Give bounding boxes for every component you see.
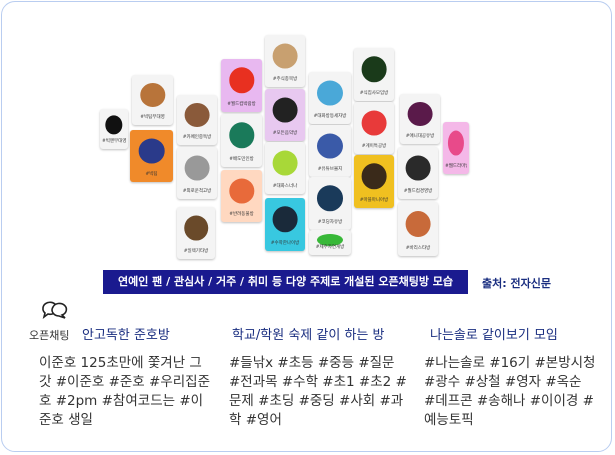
room-tag: #제주자연게방	[315, 245, 345, 250]
room-thumbnail	[272, 150, 298, 176]
room-thumbnail	[361, 56, 387, 82]
room-thumbnail	[272, 206, 298, 232]
room-tags-2: #들낚x #초등 #중등 #질문 #전과목 #수학 #초1 #초2 #문제 #초…	[229, 355, 407, 428]
chat-room-card[interactable]: #외로운척고방	[177, 147, 217, 199]
chat-room-card[interactable]: #대화스너나	[265, 142, 305, 194]
chat-room-card[interactable]: #웹드라마방	[443, 122, 469, 174]
room-thumbnail	[228, 122, 255, 148]
chat-bubble-icon	[42, 301, 68, 319]
room-tag: #애니대공유방	[405, 134, 435, 139]
room-thumbnail	[105, 115, 123, 135]
room-thumbnail	[407, 102, 433, 126]
room-tag: #식집사모임방	[359, 91, 389, 96]
room-tag: #수학한나이방	[270, 241, 300, 246]
room-tag: #빅팀	[145, 172, 158, 177]
chat-room-card[interactable]: #애니대공유방	[400, 94, 440, 144]
chat-room-card[interactable]: #반려동물방	[221, 170, 262, 222]
chat-room-card[interactable]: #대화방등세자방	[309, 72, 351, 124]
room-tag: #코딩자유방	[317, 220, 343, 225]
room-tag: #월드컵경영방	[403, 189, 433, 194]
room-thumbnail	[139, 83, 166, 107]
chat-room-card[interactable]: #바리스타방	[398, 202, 438, 256]
room-thumbnail	[361, 163, 387, 189]
image-caption: 연예인 팬 / 관심사 / 거주 / 취미 등 다양 주제로 개설된 오픈채팅방…	[103, 270, 468, 294]
chat-room-card[interactable]: #코딩자유방	[309, 177, 351, 230]
room-thumbnail	[316, 234, 344, 246]
chat-room-card[interactable]: #제주자연게방	[309, 230, 351, 255]
chat-room-card[interactable]: #마블마니아방	[354, 155, 394, 208]
brand-label: 오픈채팅	[29, 329, 70, 342]
image-source: 출처: 전자신문	[482, 277, 551, 290]
room-tag: #월드컵박람방	[227, 102, 256, 107]
room-thumbnail	[405, 210, 431, 237]
chat-room-card[interactable]: #월드컵경영방	[398, 147, 438, 199]
room-title-2[interactable]: 학교/학원 숙제 같이 하는 방	[232, 328, 385, 343]
room-tag: #카페인중독방	[182, 135, 212, 140]
chat-room-card[interactable]: #게이특공방	[354, 102, 394, 154]
chat-room-card[interactable]: #모든음악방	[265, 89, 305, 141]
chat-room-card[interactable]: #빅팀무대영	[132, 75, 173, 125]
room-tag: #바리스타방	[405, 246, 431, 251]
open-chat-collage: #빅맨무대영 #빅팀 #빅팀무대영 #카페인중독방 #외로운척고방 #일렉기타방 #월드컵박…	[2, 2, 611, 262]
room-thumbnail	[228, 178, 255, 204]
room-tag: #일렉기타방	[183, 249, 209, 254]
room-thumbnail	[272, 43, 298, 69]
room-thumbnail	[447, 130, 465, 156]
room-thumbnail	[272, 97, 298, 123]
chat-room-card[interactable]: #수학한나이방	[265, 198, 305, 251]
room-tag: #대화방등세자방	[313, 114, 347, 119]
room-title-3[interactable]: 나는솔로 같이보기 모임	[430, 328, 558, 343]
chat-room-card[interactable]: #주식종목방	[265, 35, 305, 87]
chat-room-card[interactable]: #카페인중독방	[177, 95, 217, 145]
room-tag: #반려동물방	[229, 212, 254, 217]
room-tag: #웹드라마방	[445, 164, 467, 169]
room-tag: #대화스너나	[272, 184, 298, 189]
room-thumbnail	[405, 155, 431, 181]
chat-room-card[interactable]: #월드컵박람방	[221, 59, 262, 112]
room-title-1[interactable]: 안고독한 준호방	[82, 328, 170, 343]
room-tags-3: #나는솔로 #16기 #본방시청 #광수 #상철 #영자 #옥순 #데프콘 #송…	[424, 355, 596, 428]
room-tag: #게이특공방	[361, 144, 387, 149]
chat-room-card[interactable]: #일렉기타방	[177, 207, 215, 259]
room-thumbnail	[316, 185, 344, 211]
room-thumbnail	[184, 155, 210, 181]
room-thumbnail	[184, 103, 210, 127]
room-thumbnail	[316, 80, 344, 106]
room-tag: #배도민인방	[229, 157, 254, 162]
room-tag: #빅팀무대영	[140, 115, 165, 120]
chat-room-card[interactable]: #식집사모임방	[354, 48, 394, 101]
chat-room-card[interactable]: #배도민인방	[221, 114, 262, 167]
room-thumbnail	[316, 133, 344, 159]
room-tag: #외로운척고방	[182, 189, 212, 194]
room-tags-1: 이준호 125초만에 쫓겨난 그갓 #이준호 #준호 #우리집준호 #2pm #…	[39, 355, 211, 428]
chat-room-card[interactable]: #빅맨무대영	[100, 109, 128, 149]
room-tag: #주식종목방	[272, 77, 298, 82]
room-tag: #유튜브몰지	[317, 167, 343, 172]
chat-room-card[interactable]: #유튜브몰지	[309, 125, 351, 177]
chat-room-card[interactable]: #빅팀	[130, 130, 173, 182]
room-thumbnail	[228, 67, 255, 93]
room-tag: #빅맨무대영	[102, 139, 126, 144]
room-thumbnail	[138, 138, 165, 164]
room-thumbnail	[361, 110, 387, 136]
room-thumbnail	[184, 215, 208, 241]
room-tag: #마블마니아방	[359, 198, 389, 203]
room-tag: #모든음악방	[272, 131, 298, 136]
